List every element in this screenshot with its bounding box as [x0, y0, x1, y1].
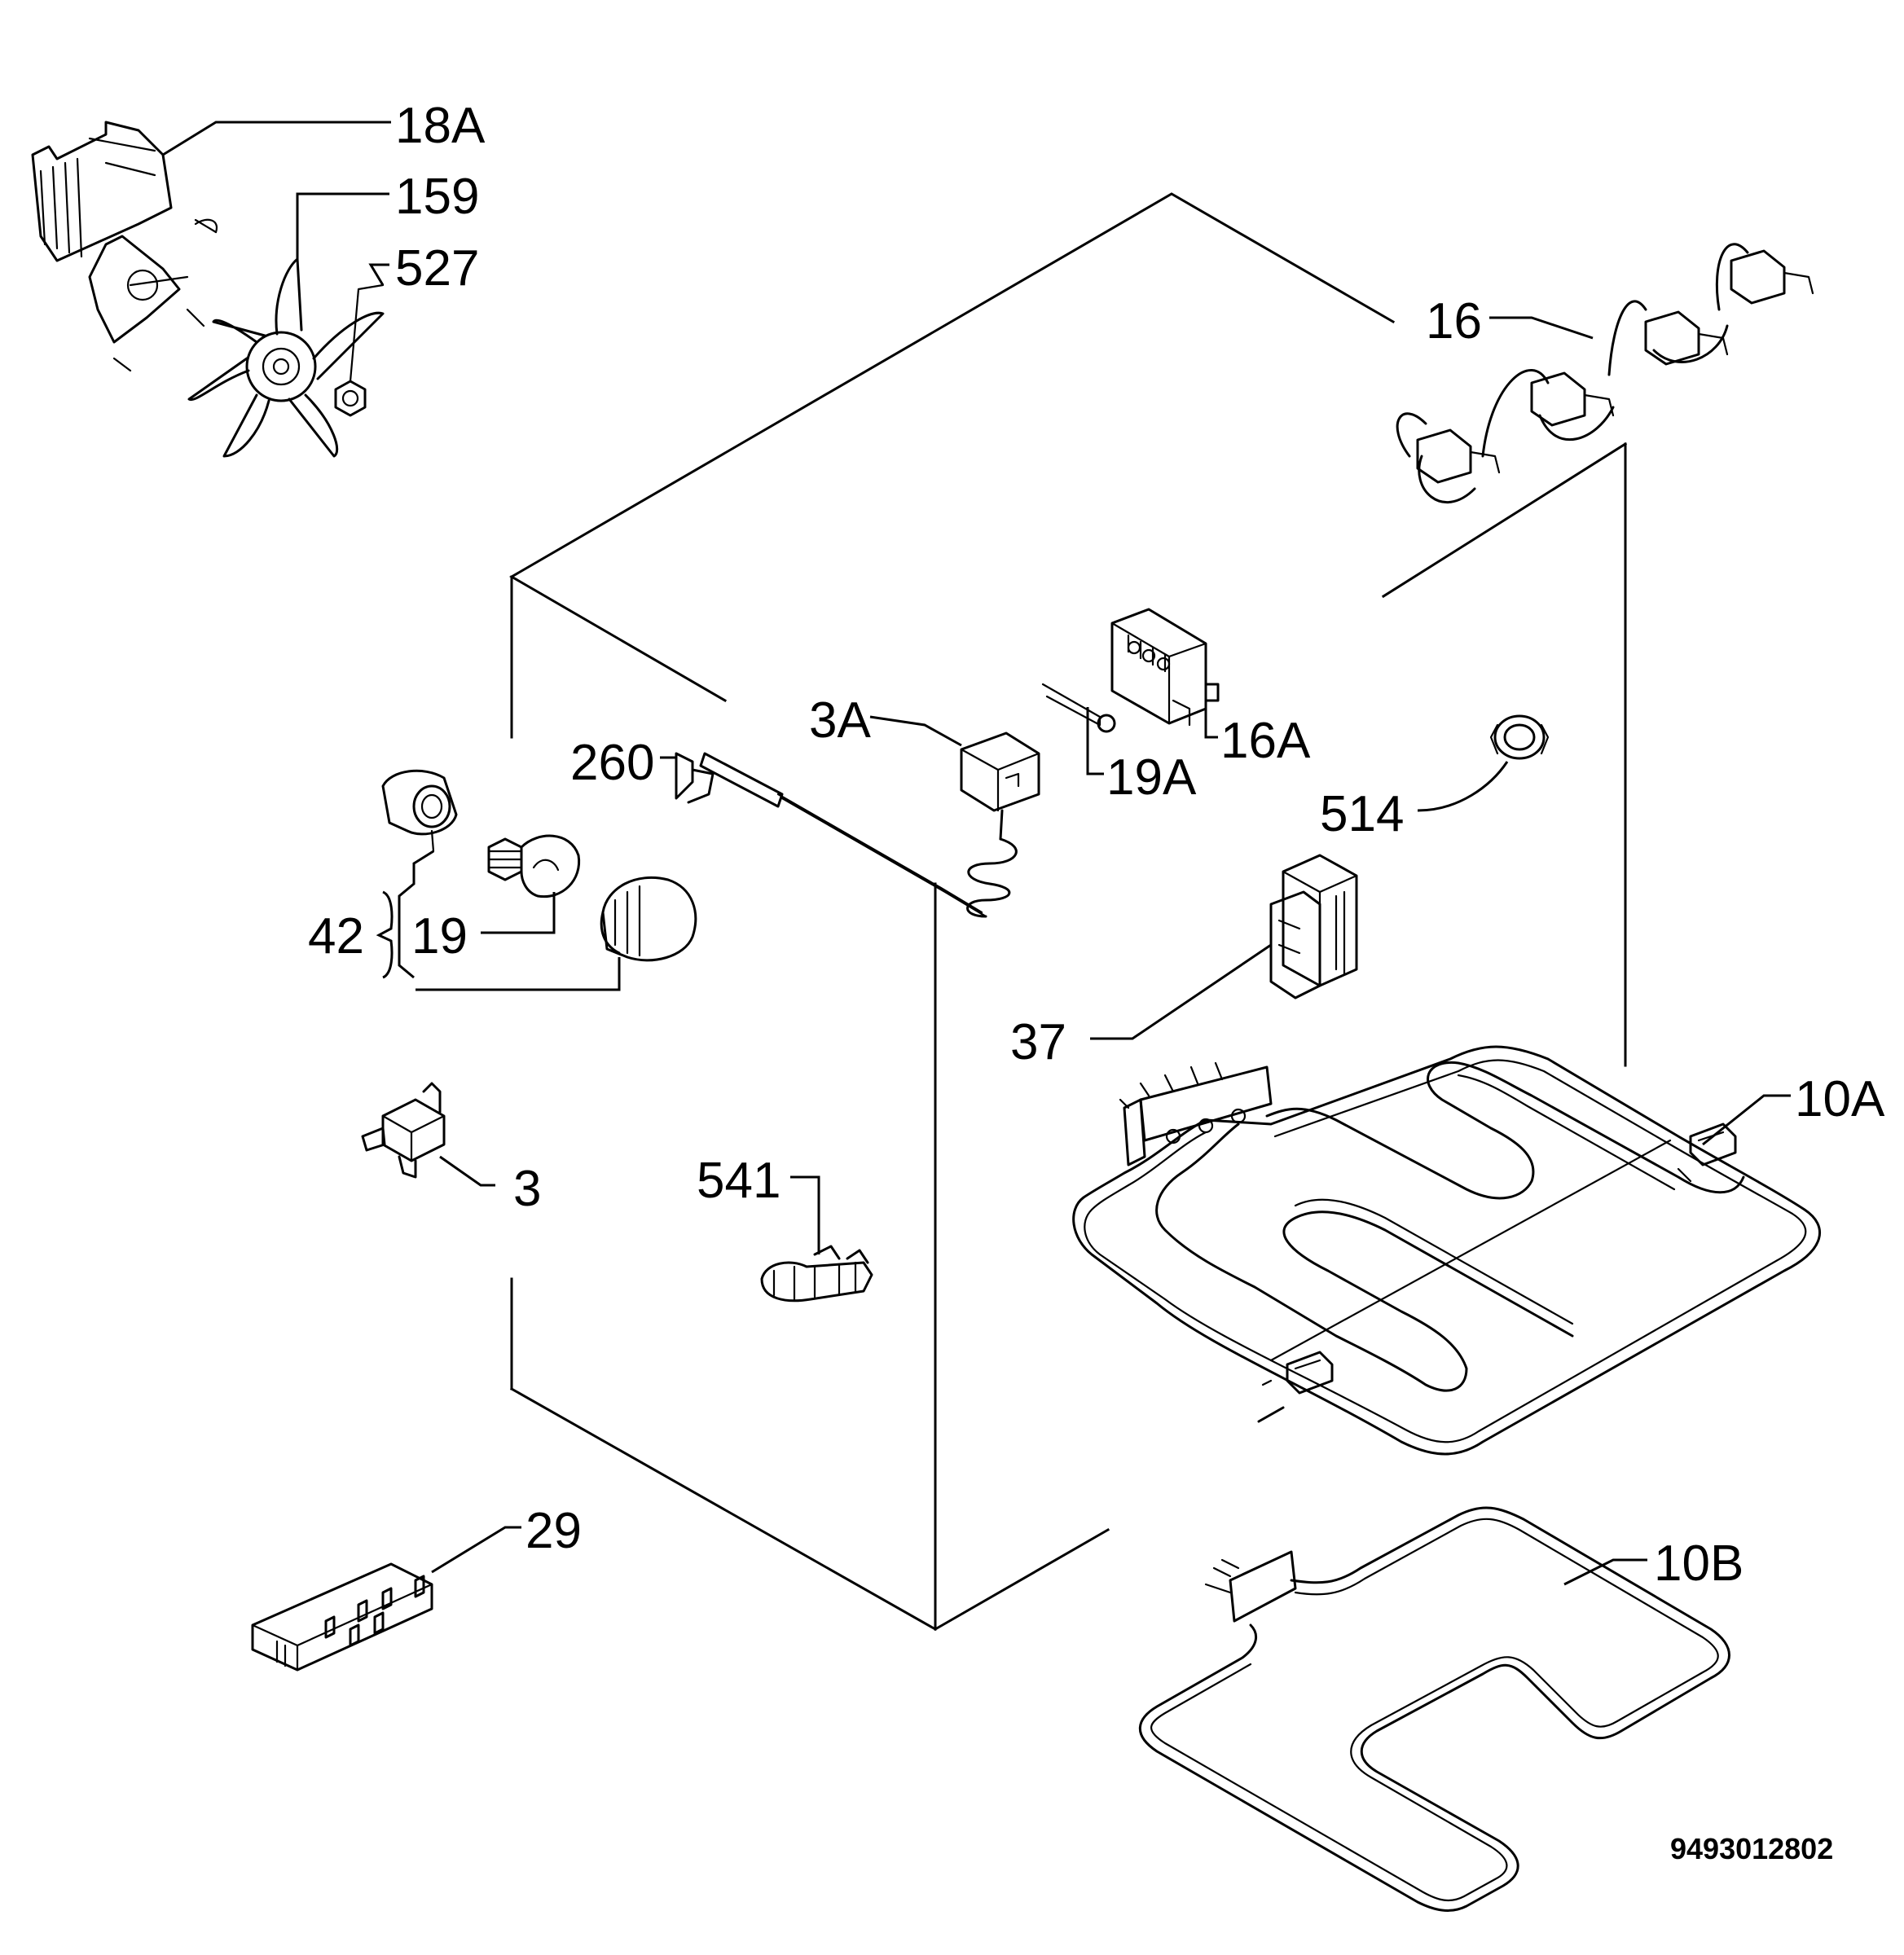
- bottom-heating-element-part-10b: [1138, 1506, 1730, 1912]
- label-part-16: 16: [1426, 293, 1482, 349]
- label-part-3a: 3A: [809, 692, 871, 749]
- label-part-10a: 10A: [1795, 1071, 1885, 1127]
- ignition-unit-part-29: [251, 1562, 433, 1672]
- part-labels: 18A 159 527 16 3A 260 19A 16A 514 42 19 …: [308, 98, 1885, 1865]
- label-part-18a: 18A: [395, 98, 486, 154]
- label-part-514: 514: [1320, 786, 1404, 842]
- thermostat-part-3a: [776, 731, 1040, 918]
- label-part-159: 159: [395, 169, 479, 225]
- safety-thermostat-part-3: [361, 1082, 446, 1179]
- wiring-harness-part-16: [1396, 243, 1814, 504]
- label-part-19a: 19A: [1106, 749, 1197, 806]
- label-part-37: 37: [1010, 1014, 1066, 1070]
- terminal-block-part-37: [1269, 854, 1358, 999]
- lamp-bulb-part-19: [487, 834, 581, 898]
- probe-part-19a: [1041, 683, 1116, 733]
- lamp-cover-part-42: [600, 876, 697, 962]
- top-heating-element-part-10a: [1072, 1045, 1822, 1456]
- selector-switch-part-16a: [1110, 608, 1220, 727]
- fan-motor-part-18a: [31, 121, 218, 372]
- leader-lines: [162, 121, 1791, 1586]
- label-part-29: 29: [525, 1503, 582, 1559]
- grommet-part-514: [1489, 714, 1550, 760]
- label-part-10b: 10B: [1654, 1535, 1744, 1592]
- label-part-3: 3: [513, 1161, 541, 1217]
- nut-part-527: [334, 283, 385, 417]
- fan-blade-part-159: [187, 257, 385, 458]
- label-part-260: 260: [570, 735, 654, 791]
- label-part-42: 42: [308, 908, 364, 964]
- cabinet-frame: [509, 192, 1628, 1632]
- label-part-16a: 16A: [1220, 713, 1311, 769]
- cable-clamp-part-541: [760, 1245, 873, 1303]
- lamp-holder-part-42: [381, 769, 458, 853]
- label-part-527: 527: [395, 240, 479, 297]
- label-part-541: 541: [697, 1153, 781, 1209]
- diagram-code: 9493012802: [1670, 1832, 1833, 1865]
- label-part-19: 19: [411, 908, 468, 964]
- sensor-clip-part-260: [675, 752, 784, 808]
